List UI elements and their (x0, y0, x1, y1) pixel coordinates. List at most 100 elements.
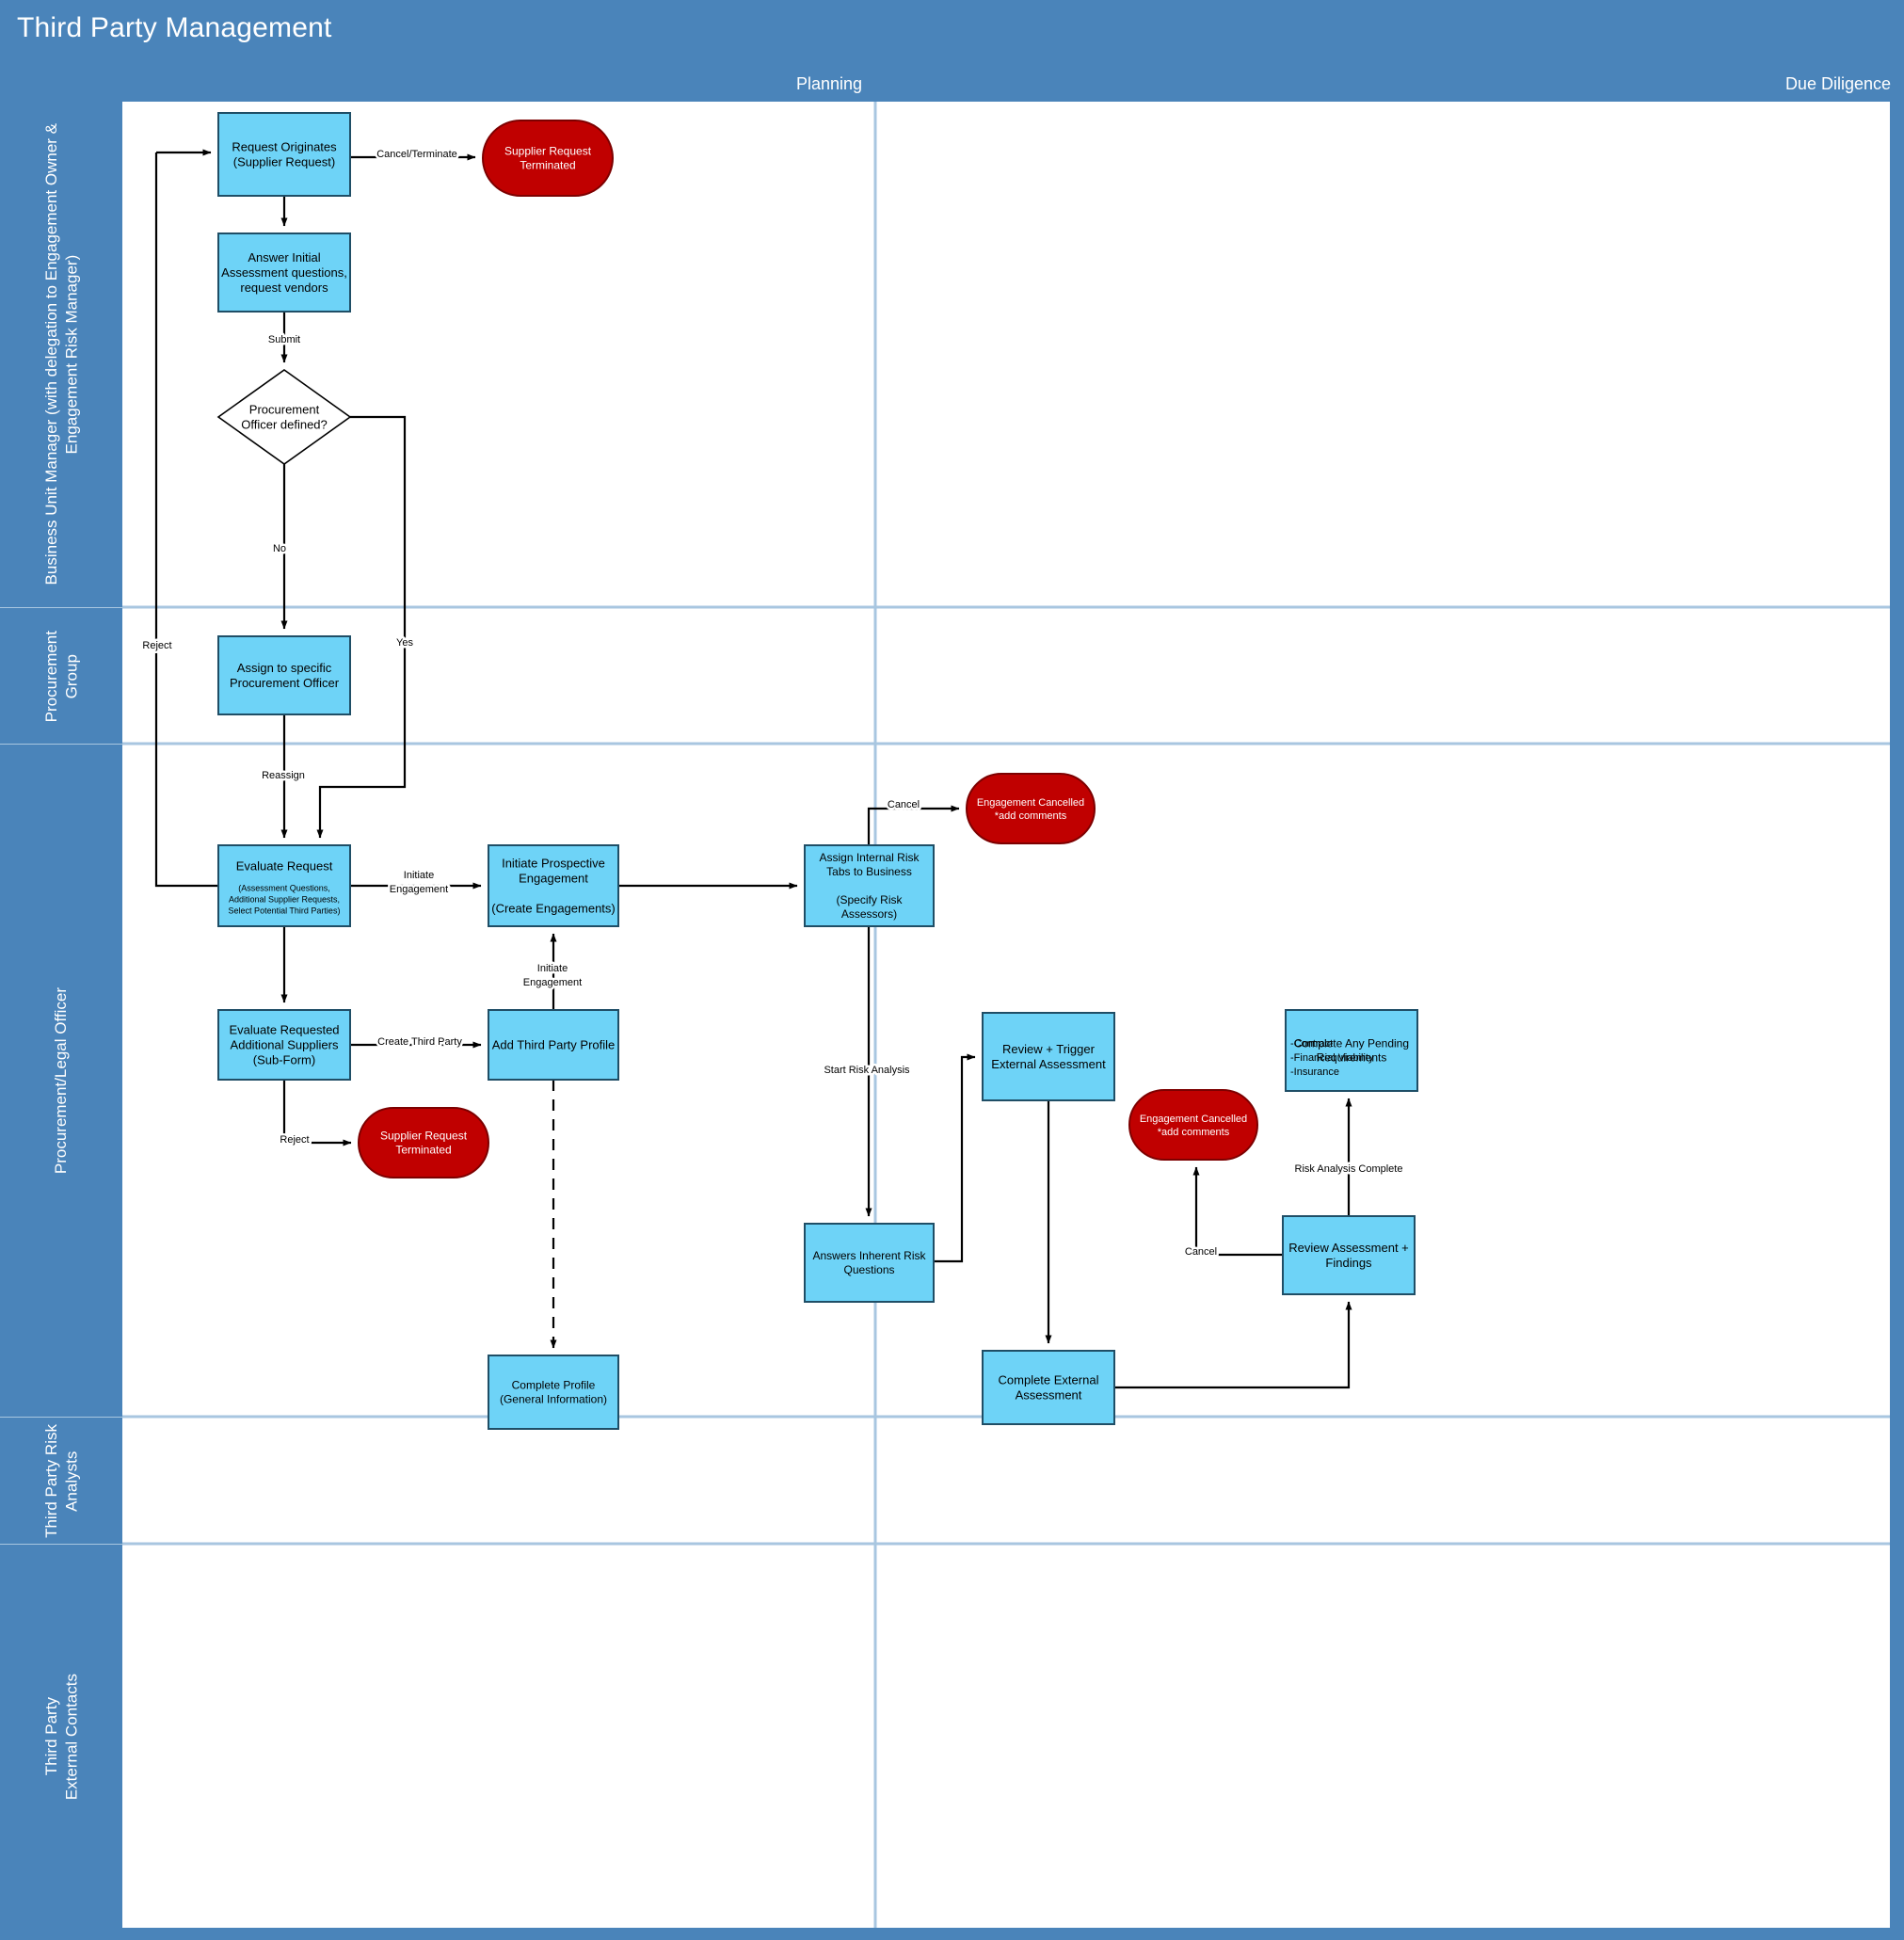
node-initiate-prospective-engagement-line-0: Initiate Prospective (502, 856, 605, 870)
label-reassign: Reassign (262, 770, 305, 781)
label-reassign-halo: Reassign (262, 770, 305, 781)
node-answer-initial-assessment-line-0: Answer Initial (248, 250, 320, 265)
node-supplier-request-terminated-2-line-0: Supplier Request (380, 1130, 468, 1143)
label-cancel-2-halo: Cancel (1185, 1246, 1217, 1258)
connector-layer (154, 149, 1352, 1389)
node-engagement-cancelled-2-line-1: *add comments (1158, 1127, 1230, 1138)
lane-procurement-legal-officer: Procurement/Legal Officer (0, 744, 122, 1418)
phase-label-due-diligence: Due Diligence (1784, 74, 1891, 93)
node-complete-any-pending-requirements-bullet-1: -Financial Viability (1290, 1052, 1374, 1064)
label-initiate-engagement-2: Initiate (537, 963, 568, 974)
lane-third-party-risk-analysts: Third Party Risk Analysts (0, 1417, 122, 1545)
page-title: Third Party Management (17, 12, 332, 43)
node-complete-any-pending-requirements-line-0: Complete Any Pending (1294, 1037, 1409, 1050)
node-complete-external-assessment-line-0: Complete External (999, 1372, 1099, 1387)
label-submit-halo: Submit (268, 334, 300, 345)
label-cancel-2: Cancel (1185, 1246, 1217, 1258)
lane-business-unit-manager-text: Business Unit Manager (with delegation t… (41, 123, 80, 585)
node-assign-internal-risk-tabs-line-4: Assessors) (841, 907, 897, 921)
node-supplier-request-terminated-1-line-0: Supplier Request (504, 145, 592, 158)
node-evaluate-requested-additional-suppliers-line-0: Evaluate Requested (229, 1022, 339, 1036)
node-request-originates[interactable]: Request Originates(Supplier Request) (217, 112, 351, 197)
label-initiate-engagement-2b-halo: Engagement (523, 977, 582, 988)
label-submit: Submit (268, 334, 300, 345)
phase-label-planning: Planning (795, 74, 862, 93)
label-initiate-engagement-1b-halo: Engagement (390, 884, 448, 895)
label-risk-analysis-complete: Risk Analysis Complete (1295, 1163, 1403, 1175)
node-review-trigger-external-assessment-line-0: Review + Trigger (1002, 1042, 1096, 1056)
label-no: No (273, 543, 286, 554)
label-initiate-engagement-1b: Engagement (390, 884, 448, 895)
node-complete-profile-line-0: Complete Profile (512, 1379, 596, 1392)
node-answer-initial-assessment-line-2: request vendors (240, 281, 328, 295)
label-reject-2: Reject (280, 1134, 309, 1146)
node-review-assessment-findings-line-0: Review Assessment + (1288, 1241, 1409, 1255)
node-complete-profile[interactable]: Complete Profile(General Information) (488, 1355, 619, 1430)
node-initiate-prospective-engagement-line-3: (Create Engagements) (491, 901, 616, 915)
label-cancel-1: Cancel (888, 799, 920, 810)
node-evaluate-requested-additional-suppliers-line-2: (Sub-Form) (253, 1052, 315, 1066)
label-reject-2-halo: Reject (280, 1134, 309, 1146)
lane-procurement-legal-officer-text: Procurement/Legal Officer (52, 987, 71, 1175)
flowchart-svg: Request Originates(Supplier Request) Supp… (122, 102, 1890, 1928)
node-complete-any-pending-requirements[interactable]: Complete Any PendingRequirements-Contrac… (1285, 1009, 1418, 1092)
label-yes-halo: Yes (396, 637, 413, 649)
lane-third-party-external-contacts: Third Party External Contacts (0, 1544, 122, 1929)
node-complete-any-pending-requirements-bullet-0: -Contract (1290, 1038, 1333, 1050)
lane-business-unit-manager: Business Unit Manager (with delegation t… (0, 102, 122, 607)
node-assign-internal-risk-tabs-line-1: Tabs to Business (826, 865, 912, 878)
label-initiate-engagement-1: Initiate (404, 870, 434, 881)
label-cancel-1-halo: Cancel (888, 799, 920, 810)
node-engagement-cancelled-1[interactable]: Engagement Cancelled*add comments (966, 773, 1096, 844)
lane-procurement-group: Procurement Group (0, 607, 122, 745)
lane-third-party-external-contacts-text: Third Party External Contacts (41, 1673, 80, 1801)
node-evaluate-requested-additional-suppliers-line-1: Additional Suppliers (231, 1037, 339, 1051)
node-complete-any-pending-requirements-bullet-2: -Insurance (1290, 1066, 1339, 1078)
node-review-assessment-findings[interactable]: Review Assessment +Findings (1282, 1215, 1416, 1295)
edge-label-layer: Cancel/TerminateCancel/TerminateSubmitSu… (140, 147, 1405, 1260)
node-complete-any-pending-requirements-line-1: Requirements (1317, 1051, 1387, 1065)
label-initiate-engagement-2-halo: Initiate (537, 963, 568, 974)
node-answer-initial-assessment-line-1: Assessment questions, (221, 265, 347, 280)
node-evaluate-request[interactable]: Evaluate Request(Assessment Questions,Ad… (217, 844, 351, 927)
lane-dividers (122, 605, 1890, 1546)
node-procurement-officer-defined-line-1: Officer defined? (241, 417, 328, 431)
label-yes: Yes (396, 637, 413, 649)
node-supplier-request-terminated-1-line-1: Terminated (520, 159, 575, 172)
label-start-risk-analysis-halo: Start Risk Analysis (824, 1065, 910, 1076)
conn-decision-yes-to-evaluate (316, 415, 407, 839)
node-assign-to-specific-procurement-officer-line-1: Procurement Officer (230, 676, 340, 690)
node-engagement-cancelled-1-line-0: Engagement Cancelled (977, 797, 1084, 809)
node-evaluate-request-subline-0: (Assessment Questions, (238, 883, 330, 892)
node-engagement-cancelled-2[interactable]: Engagement Cancelled*add comments (1128, 1089, 1258, 1161)
node-complete-profile-line-1: (General Information) (500, 1393, 607, 1406)
label-cancel-terminate: Cancel/Terminate (376, 149, 457, 160)
label-cancel-terminate-halo: Cancel/Terminate (376, 149, 457, 160)
conn-assign-risk-tabs-to-cancelled (867, 805, 960, 845)
node-initiate-prospective-engagement-line-1: Engagement (519, 871, 588, 885)
lane-third-party-risk-analysts-text: Third Party Risk Analysts (41, 1424, 80, 1538)
node-review-assessment-findings-line-1: Findings (1325, 1256, 1372, 1270)
conn-review-assessment-to-cancelled (1192, 1166, 1283, 1257)
node-evaluate-request-line-0: Evaluate Request (236, 858, 333, 873)
label-risk-analysis-complete-halo: Risk Analysis Complete (1295, 1163, 1403, 1175)
conn-answers-inherent-to-review-trigger (934, 1053, 976, 1263)
node-add-third-party-profile-line-0: Add Third Party Profile (492, 1037, 616, 1051)
node-layer: Request Originates(Supplier Request) Supp… (216, 112, 1418, 1430)
node-answers-inherent-risk-questions-line-1: Questions (843, 1263, 894, 1276)
node-add-third-party-profile[interactable]: Add Third Party Profile (488, 1009, 619, 1081)
conn-evaluate-reject-to-request-originates (154, 152, 218, 888)
node-assign-internal-risk-tabs-line-3: (Specify Risk (836, 893, 903, 906)
